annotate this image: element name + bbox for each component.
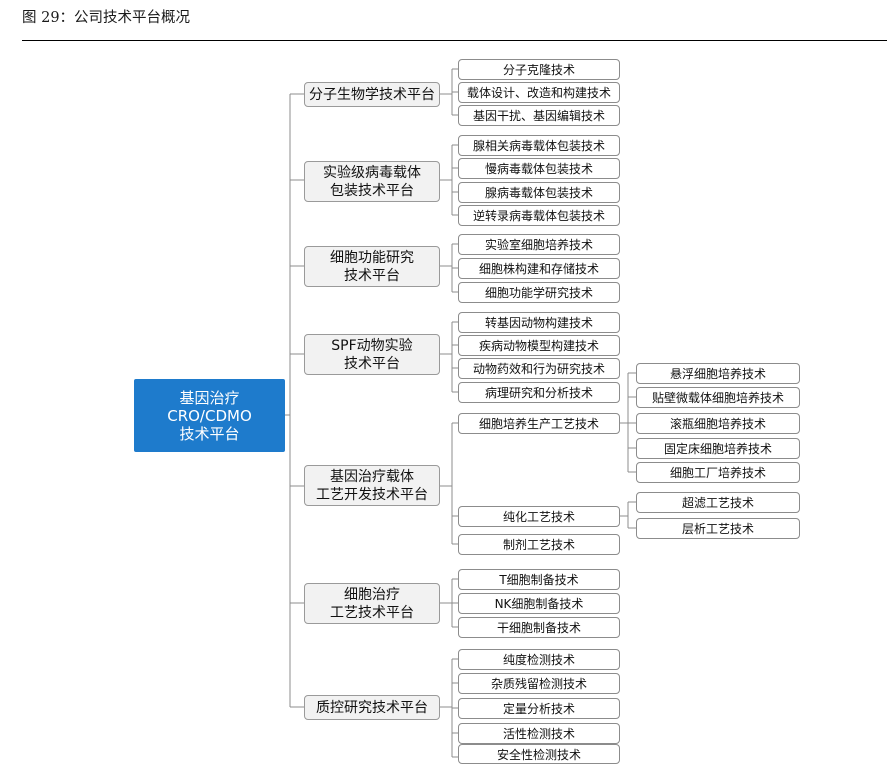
platform-label: 实验级病毒载体 bbox=[323, 164, 421, 181]
tech-leaf: 杂质残留检测技术 bbox=[458, 673, 620, 694]
tech-leaf: 转基因动物构建技术 bbox=[458, 312, 620, 333]
tech-leaf: 细胞功能学研究技术 bbox=[458, 282, 620, 303]
sub-tech-leaf: 滚瓶细胞培养技术 bbox=[636, 413, 800, 434]
root-line-3: 技术平台 bbox=[179, 424, 240, 443]
platform-label: 细胞治疗 bbox=[344, 586, 400, 603]
tech-leaf: 纯化工艺技术 bbox=[458, 506, 620, 527]
tech-leaf: 腺相关病毒载体包装技术 bbox=[458, 135, 620, 156]
tech-leaf: 逆转录病毒载体包装技术 bbox=[458, 205, 620, 226]
platform-label: 工艺技术平台 bbox=[330, 604, 414, 621]
tech-leaf: NK细胞制备技术 bbox=[458, 593, 620, 614]
title-rule bbox=[22, 40, 887, 41]
tech-leaf: 干细胞制备技术 bbox=[458, 617, 620, 638]
sub-tech-leaf: 层析工艺技术 bbox=[636, 518, 800, 539]
platform-vector-process: 基因治疗载体 工艺开发技术平台 bbox=[304, 465, 440, 506]
tech-leaf: 分子克隆技术 bbox=[458, 59, 620, 80]
tech-leaf: 纯度检测技术 bbox=[458, 649, 620, 670]
tech-leaf: 腺病毒载体包装技术 bbox=[458, 182, 620, 203]
platform-spf-animal: SPF动物实验 技术平台 bbox=[304, 334, 440, 375]
sub-tech-leaf: 超滤工艺技术 bbox=[636, 492, 800, 513]
tech-leaf: 慢病毒载体包装技术 bbox=[458, 158, 620, 179]
platform-label: SPF动物实验 bbox=[331, 337, 413, 354]
tech-leaf: 安全性检测技术 bbox=[458, 744, 620, 764]
platform-label: 包装技术平台 bbox=[330, 182, 414, 199]
platform-label: 分子生物学技术平台 bbox=[309, 86, 435, 103]
root-line-2: CRO/CDMO bbox=[167, 406, 252, 425]
figure-title: 图 29：公司技术平台概况 bbox=[22, 10, 191, 26]
tech-leaf: 病理研究和分析技术 bbox=[458, 382, 620, 403]
platform-cell-function: 细胞功能研究 技术平台 bbox=[304, 246, 440, 287]
root-node-gene-therapy-platform: 基因治疗 CRO/CDMO 技术平台 bbox=[134, 379, 285, 452]
sub-tech-leaf: 贴壁微载体细胞培养技术 bbox=[636, 387, 800, 408]
tech-leaf: 制剂工艺技术 bbox=[458, 534, 620, 555]
platform-label: 技术平台 bbox=[344, 355, 400, 372]
tech-leaf: 细胞培养生产工艺技术 bbox=[458, 413, 620, 434]
sub-tech-leaf: 细胞工厂培养技术 bbox=[636, 462, 800, 483]
tech-leaf: 细胞株构建和存储技术 bbox=[458, 258, 620, 279]
platform-quality-control: 质控研究技术平台 bbox=[304, 695, 440, 720]
platform-label: 工艺开发技术平台 bbox=[316, 486, 428, 503]
tech-leaf: 基因干扰、基因编辑技术 bbox=[458, 105, 620, 126]
platform-label: 质控研究技术平台 bbox=[316, 699, 428, 716]
platform-label: 基因治疗载体 bbox=[330, 468, 414, 485]
tech-leaf: 疾病动物模型构建技术 bbox=[458, 335, 620, 356]
tech-leaf: 动物药效和行为研究技术 bbox=[458, 358, 620, 379]
sub-tech-leaf: 固定床细胞培养技术 bbox=[636, 438, 800, 459]
tech-leaf: T细胞制备技术 bbox=[458, 569, 620, 590]
tech-leaf: 实验室细胞培养技术 bbox=[458, 234, 620, 255]
platform-cell-therapy-process: 细胞治疗 工艺技术平台 bbox=[304, 583, 440, 624]
platform-molecular-biology: 分子生物学技术平台 bbox=[304, 82, 440, 107]
tech-leaf: 载体设计、改造和构建技术 bbox=[458, 82, 620, 103]
platform-label: 技术平台 bbox=[344, 267, 400, 284]
sub-tech-leaf: 悬浮细胞培养技术 bbox=[636, 363, 800, 384]
tech-leaf: 定量分析技术 bbox=[458, 698, 620, 719]
platform-label: 细胞功能研究 bbox=[330, 249, 414, 266]
root-line-1: 基因治疗 bbox=[179, 388, 240, 407]
tech-leaf: 活性检测技术 bbox=[458, 723, 620, 744]
platform-viral-vector-packaging: 实验级病毒载体 包装技术平台 bbox=[304, 161, 440, 202]
